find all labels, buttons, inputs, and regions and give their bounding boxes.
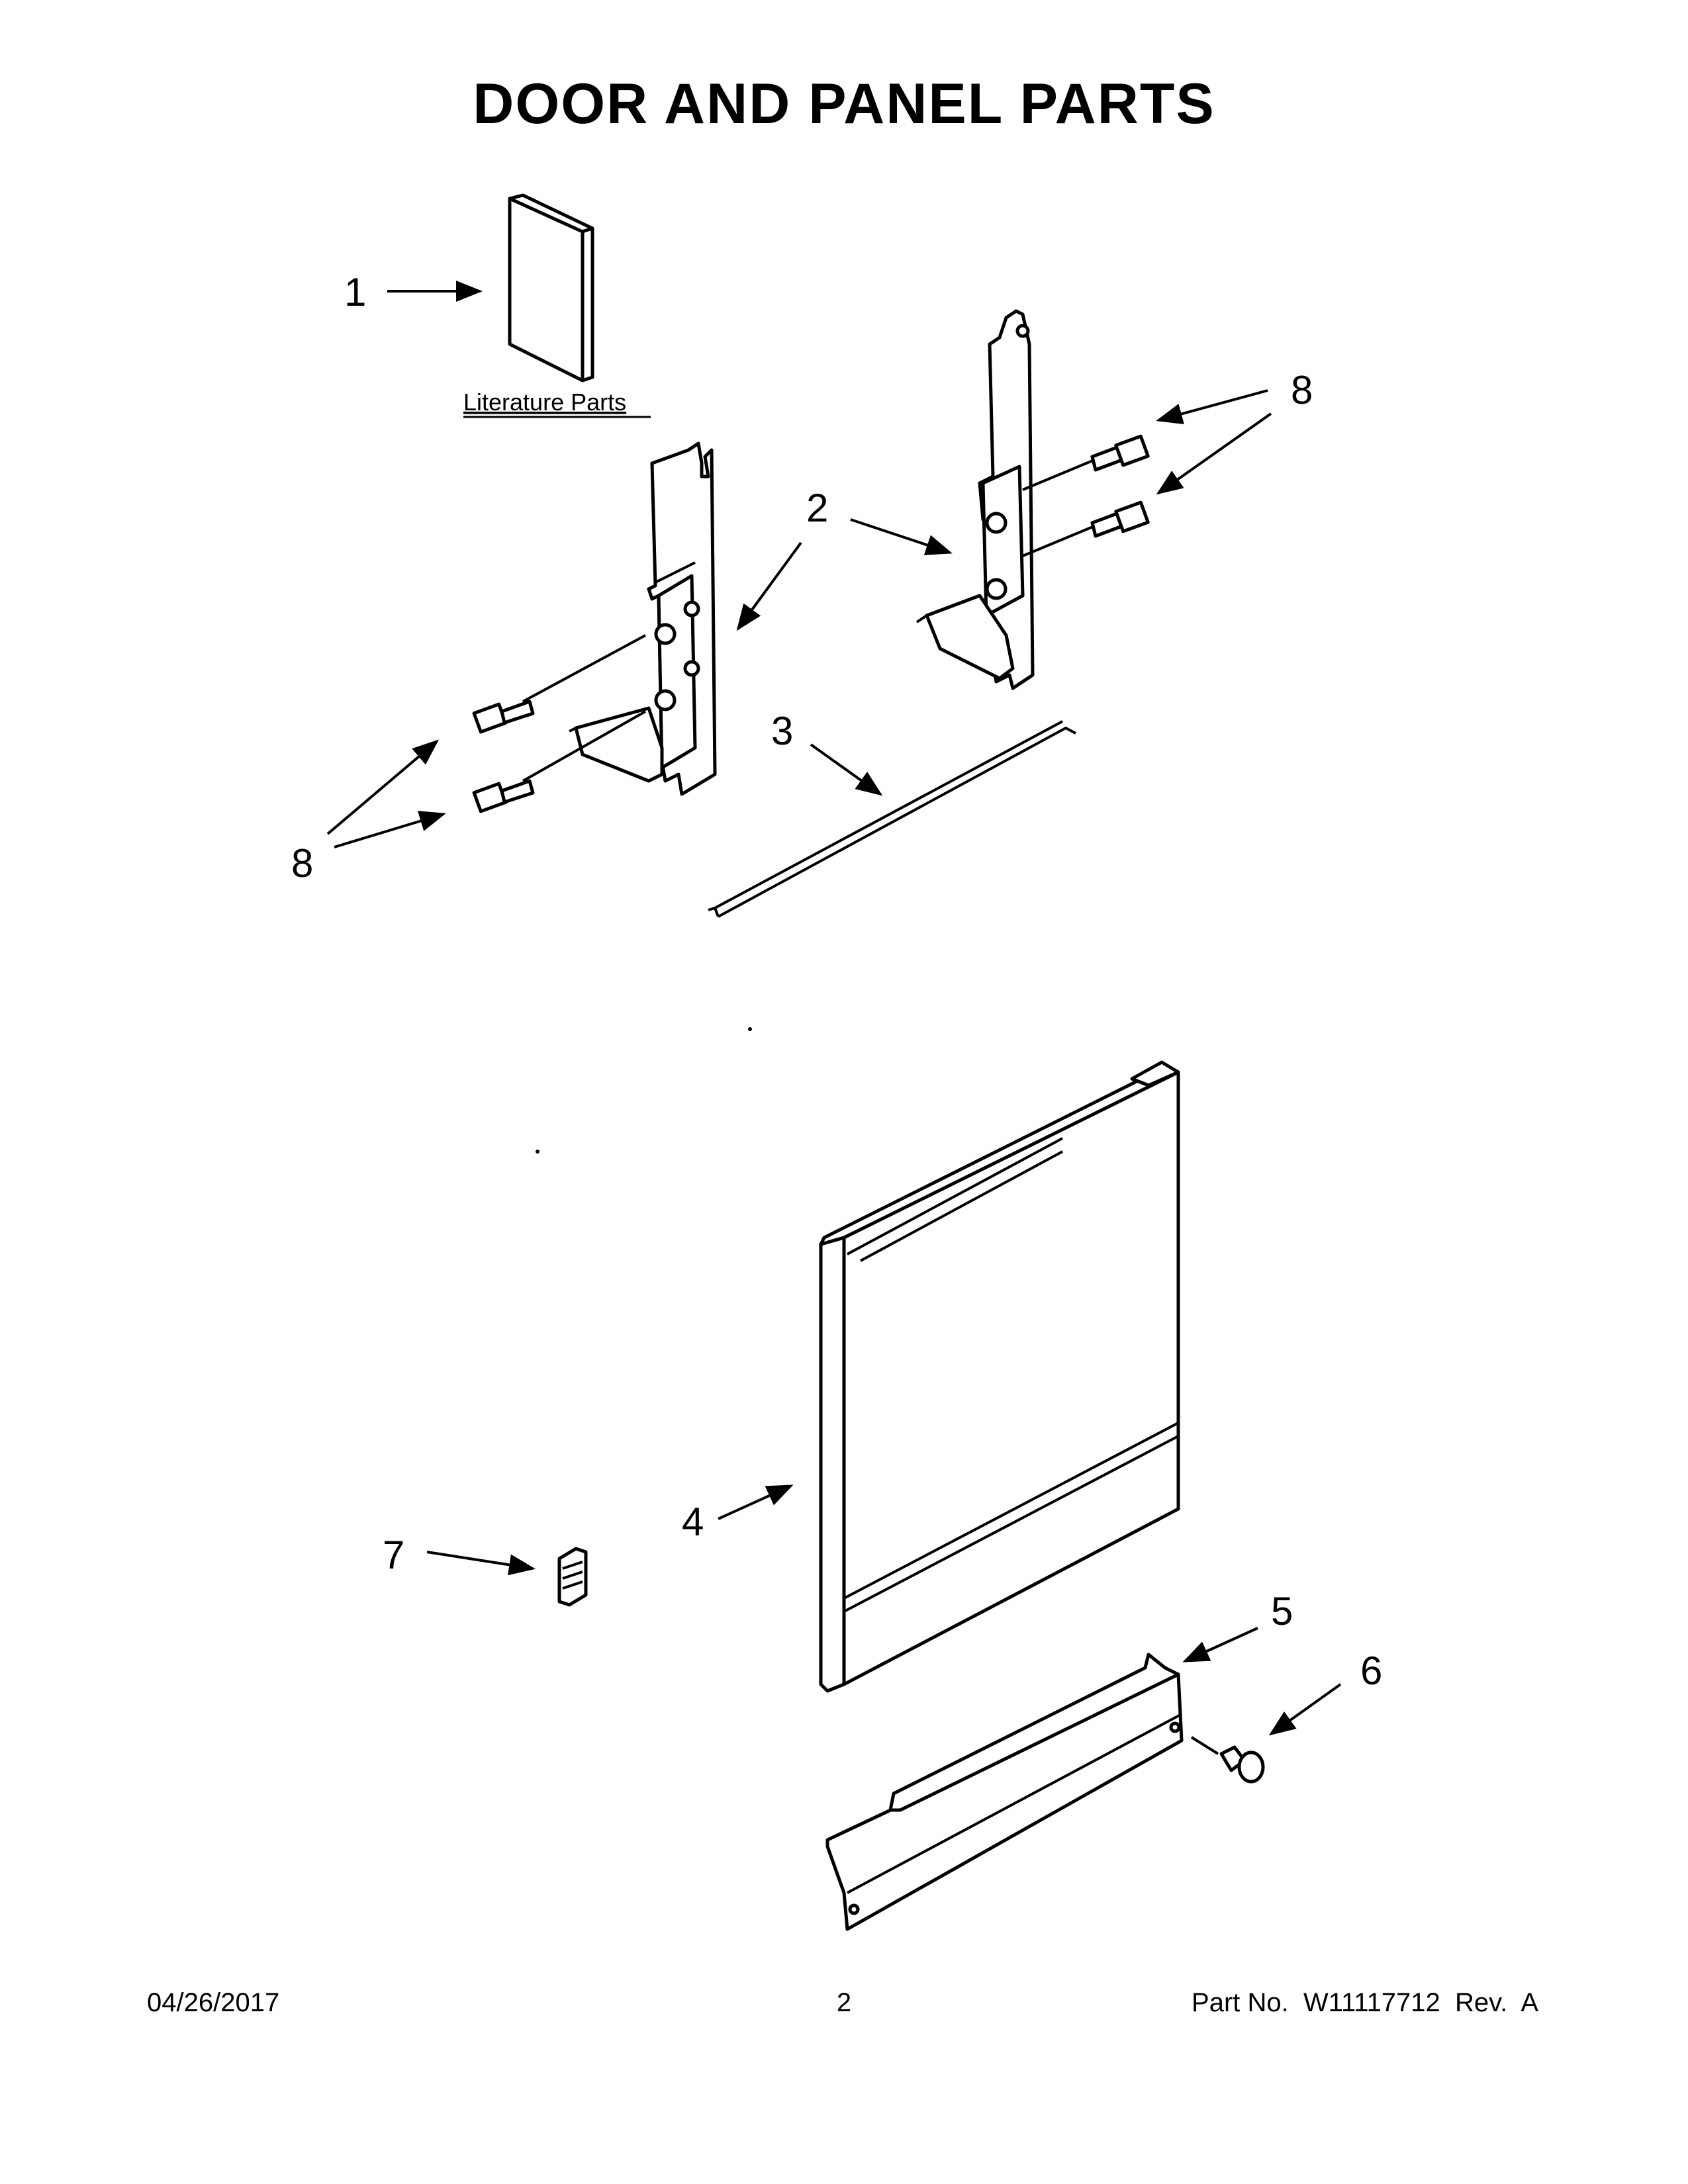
arrow-8-right-upper bbox=[1156, 389, 1268, 424]
callout-8-right: 8 bbox=[1291, 368, 1313, 412]
arrow-8-right-lower bbox=[1156, 412, 1272, 495]
right-screw-upper bbox=[1090, 434, 1150, 472]
toe-panel bbox=[825, 1653, 1184, 1931]
page-title: DOOR AND PANEL PARTS bbox=[473, 72, 1215, 136]
stray-dot bbox=[536, 1150, 539, 1154]
arrow-6 bbox=[1268, 1683, 1342, 1736]
right-screw-lower bbox=[1090, 500, 1150, 538]
arrow-4 bbox=[718, 1484, 794, 1520]
arrow-7 bbox=[426, 1551, 536, 1576]
right-door-hinge bbox=[915, 309, 1103, 690]
footer-part-number: Part No. W11117712 Rev. A bbox=[1192, 1988, 1538, 2017]
door-rod bbox=[708, 720, 1076, 918]
stray-dot bbox=[748, 1027, 752, 1031]
panel-clip bbox=[557, 1547, 588, 1607]
toe-panel-screw bbox=[1190, 1736, 1265, 1784]
arrow-3 bbox=[810, 743, 883, 796]
left-screw-upper bbox=[472, 700, 535, 734]
literature-parts-booklet bbox=[508, 193, 594, 383]
arrow-8-left-upper bbox=[326, 739, 440, 835]
callout-2: 2 bbox=[806, 486, 828, 530]
footer-date: 04/26/2017 bbox=[147, 1988, 280, 2017]
callout-1: 1 bbox=[344, 270, 366, 314]
callout-4: 4 bbox=[682, 1500, 704, 1544]
arrow-8-left-lower bbox=[334, 811, 446, 848]
footer-page-number: 2 bbox=[836, 1988, 852, 2017]
callout-5: 5 bbox=[1271, 1589, 1293, 1633]
callout-7: 7 bbox=[383, 1533, 404, 1577]
door-panel bbox=[819, 1060, 1180, 1693]
left-screw-lower bbox=[472, 779, 535, 813]
arrow-5 bbox=[1182, 1627, 1258, 1662]
callout-8-left: 8 bbox=[291, 841, 313, 886]
arrow-2-left bbox=[736, 541, 802, 631]
arrow-2-right bbox=[850, 518, 953, 555]
callout-6: 6 bbox=[1360, 1649, 1382, 1693]
left-door-hinge bbox=[522, 441, 717, 796]
callout-3: 3 bbox=[771, 709, 793, 753]
literature-parts-label: Literature Parts bbox=[463, 388, 626, 416]
